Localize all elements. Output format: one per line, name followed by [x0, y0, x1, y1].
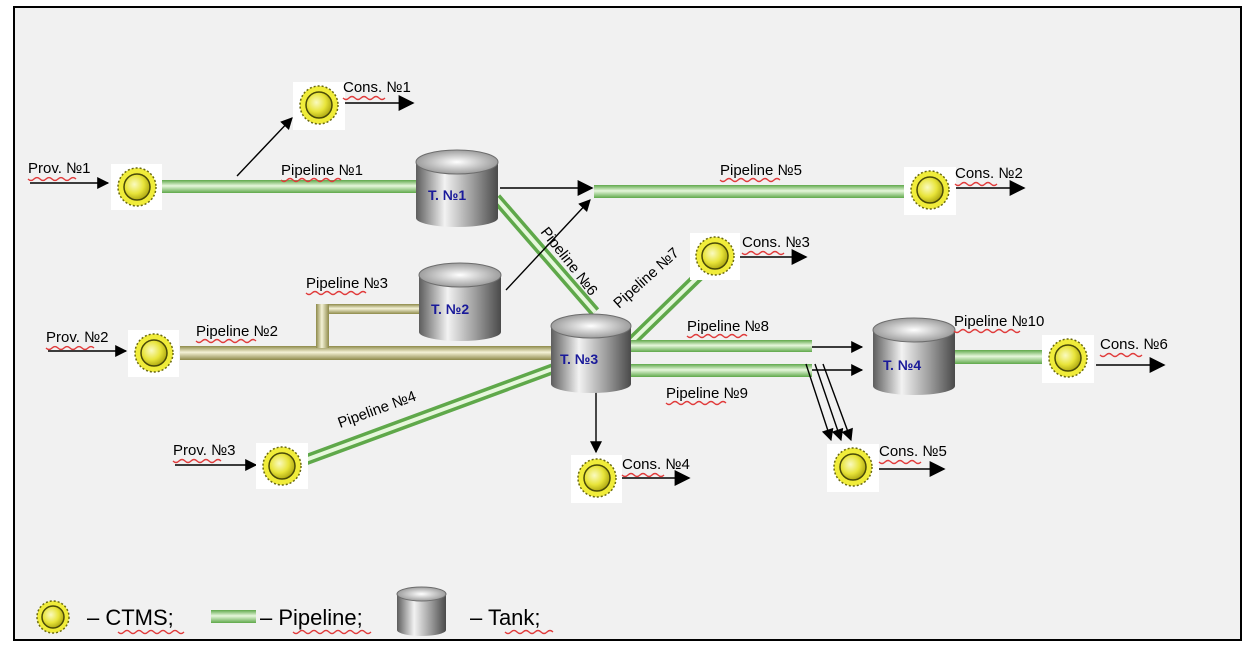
- pipe-8: [630, 340, 812, 352]
- prov-1-label: Prov. №1: [28, 160, 91, 177]
- pipe-3: [316, 304, 420, 348]
- pipe-5: [594, 185, 906, 198]
- cons-1-label: Cons. №1: [343, 79, 411, 96]
- legend-ctms-icon: [36, 600, 70, 634]
- cons-2-label: Cons. №2: [955, 165, 1023, 182]
- pipeline-1-label: Pipeline №1: [281, 162, 363, 179]
- pipe-4: [298, 362, 557, 468]
- flow-arrows: [30, 95, 1166, 486]
- ctms-prov-1: [111, 164, 162, 210]
- legend-tank-label: – Tank;: [470, 605, 541, 630]
- ctms-nodes: [111, 82, 1094, 503]
- pipeline-10-label: Pipeline №10: [954, 313, 1044, 330]
- ctms-cons-1: [293, 82, 345, 130]
- tank-4-label: T. №4: [883, 357, 921, 373]
- legend-tank-icon: [396, 586, 447, 636]
- pipe-2: [180, 346, 552, 360]
- pipe-10: [954, 350, 1046, 364]
- ctms-prov-2: [128, 330, 179, 377]
- pipeline-3-label: Pipeline №3: [306, 275, 388, 292]
- ctms-cons-3: [690, 233, 740, 280]
- cons-3-label: Cons. №3: [742, 234, 810, 251]
- cons-4-label: Cons. №4: [622, 456, 690, 473]
- tank-4: T. №4: [872, 317, 956, 395]
- pipe-7: [624, 266, 709, 349]
- ctms-cons-4: [571, 455, 622, 503]
- ctms-prov-3: [256, 443, 308, 489]
- ctms-cons-5: [827, 444, 879, 492]
- legend: – CTMS; – Pipeline; – Tank;: [36, 586, 554, 636]
- tank-3: T. №3: [550, 313, 632, 393]
- cons-6-label: Cons. №6: [1100, 336, 1168, 353]
- pipe-1: [158, 180, 420, 193]
- pipeline-9-label: Pipeline №9: [666, 385, 748, 402]
- pipeline-5-label: Pipeline №5: [720, 162, 802, 179]
- tank-1: T. №1: [415, 149, 499, 227]
- pipeline-8-label: Pipeline №8: [687, 318, 769, 335]
- tank-3-label: T. №3: [560, 351, 598, 367]
- pipe-6: [491, 194, 600, 316]
- pipeline-2-label: Pipeline №2: [196, 323, 278, 340]
- ctms-cons-6: [1042, 335, 1094, 383]
- cons-5-label: Cons. №5: [879, 443, 947, 460]
- prov-3-label: Prov. №3: [173, 442, 236, 459]
- tank-2-label: T. №2: [431, 301, 469, 317]
- legend-pipeline-label: – Pipeline;: [260, 605, 363, 630]
- legend-pipeline-icon: [211, 610, 256, 623]
- legend-ctms-label: – CTMS;: [87, 605, 174, 630]
- prov-2-label: Prov. №2: [46, 329, 109, 346]
- tank-2: T. №2: [418, 262, 502, 341]
- tank-1-label: T. №1: [428, 187, 466, 203]
- pipe-9: [630, 364, 812, 377]
- spellcheck-underlines: [27, 95, 1143, 478]
- ctms-cons-2: [904, 167, 956, 215]
